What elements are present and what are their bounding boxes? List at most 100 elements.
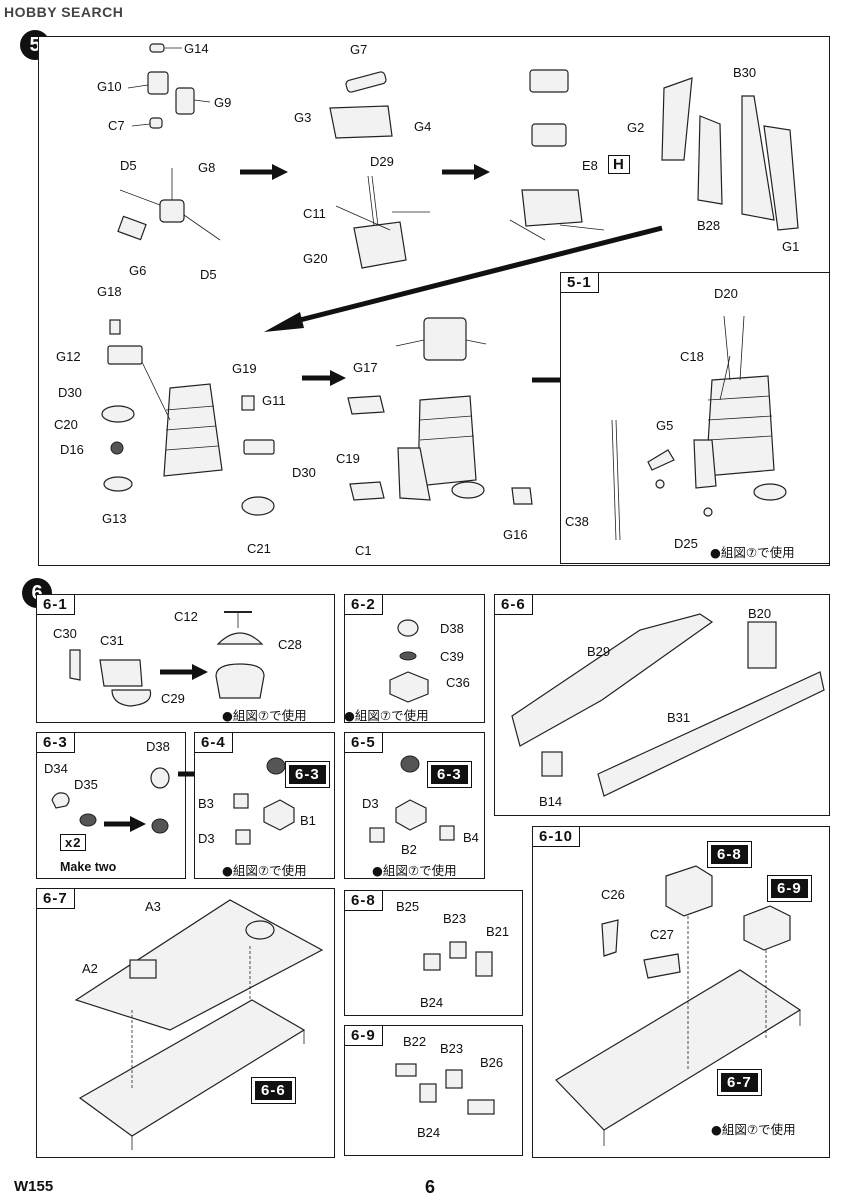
usage-note: ●組図⑦で使用: [372, 863, 457, 878]
sub-6-1-title: 6-1: [37, 595, 75, 615]
part-label: G13: [102, 511, 127, 526]
usage-note: ●組図⑦で使用: [710, 545, 795, 560]
sub-6-5-ref: 6-3: [427, 761, 472, 788]
part-label: G8: [198, 160, 216, 175]
part-label: C21: [247, 541, 271, 556]
sub-6-8-title: 6-8: [345, 891, 383, 911]
part-label: G2: [627, 120, 645, 135]
sub-5-1-panel: [560, 272, 830, 564]
sub-6-4-ref: 6-3: [285, 761, 330, 788]
part-label: G14: [184, 41, 209, 56]
part-label: G20: [303, 251, 328, 266]
part-label: C12: [174, 609, 198, 624]
part-label: B22: [403, 1034, 427, 1049]
part-label: G10: [97, 79, 122, 94]
sub-6-10-ref-6-9: 6-9: [767, 875, 812, 902]
part-label: C38: [565, 514, 589, 529]
part-label: G19: [232, 361, 257, 376]
part-label: D30: [292, 465, 316, 480]
assembled-bridge-drawing: [347, 317, 533, 505]
sub-5-1-title: 5-1: [561, 273, 599, 293]
part-label: G7: [350, 42, 368, 57]
part-label: A3: [145, 899, 161, 914]
sub-6-8-panel: [344, 890, 523, 1016]
part-label: B30: [733, 65, 757, 80]
model-code: W155: [14, 1178, 54, 1195]
part-label: D38: [440, 621, 464, 636]
part-label: G3: [294, 110, 312, 125]
part-label: C11: [303, 206, 326, 221]
part-label: C7: [108, 118, 125, 133]
part-label: B4: [463, 830, 479, 845]
part-label: B28: [697, 218, 721, 233]
part-label: D20: [714, 286, 738, 301]
part-label: B25: [396, 899, 420, 914]
tower-side-panels-drawing: [661, 77, 799, 231]
sub-6-4-title: 6-4: [195, 733, 233, 753]
searchlight-subassembly-drawing: [117, 168, 221, 241]
part-label: B29: [587, 644, 611, 659]
page-number: 6: [425, 1177, 436, 1197]
sub-6-4-panel: [194, 732, 335, 879]
part-label: C29: [161, 691, 185, 706]
part-label: C1: [355, 543, 372, 558]
part-label: B2: [401, 842, 417, 857]
part-label: G12: [56, 349, 81, 364]
part-label: G17: [353, 360, 378, 375]
part-label: D3: [362, 796, 379, 811]
part-label: G6: [129, 263, 147, 278]
part-label: D3: [198, 831, 215, 846]
part-label: C28: [278, 637, 302, 652]
sub-6-10-ref-6-7: 6-7: [717, 1069, 762, 1096]
part-label: B23: [440, 1041, 464, 1056]
part-label: B24: [420, 995, 444, 1010]
part-label: G1: [782, 239, 800, 254]
part-label: C31: [100, 633, 124, 648]
part-label: C18: [680, 349, 704, 364]
part-label: B21: [486, 924, 510, 939]
part-label: B14: [539, 794, 563, 809]
part-label: C27: [650, 927, 674, 942]
sub-6-7-title: 6-7: [37, 889, 75, 909]
part-label: D5: [200, 267, 217, 282]
part-label: D30: [58, 385, 82, 400]
make-two-text: Make two: [60, 860, 117, 874]
part-label: D34: [44, 761, 68, 776]
part-label: G18: [97, 284, 122, 299]
part-label: C39: [440, 649, 464, 664]
sub-6-5-title: 6-5: [345, 733, 383, 753]
part-label: B3: [198, 796, 214, 811]
part-label: B20: [748, 606, 772, 621]
part-label: D5: [120, 158, 137, 173]
sub-6-10-title: 6-10: [533, 827, 581, 847]
part-label: C36: [446, 675, 470, 690]
sub-6-2-title: 6-2: [345, 595, 383, 615]
part-label: G16: [503, 527, 528, 542]
make-two-multiplier: x2: [60, 834, 87, 851]
part-label: D16: [60, 442, 84, 457]
sub-6-7-ref: 6-6: [251, 1077, 296, 1104]
part-label: C30: [53, 626, 77, 641]
part-label: G9: [214, 95, 232, 110]
part-label: D35: [74, 777, 98, 792]
platform-subassembly-drawing: [329, 71, 430, 269]
sub-6-1-panel: [36, 594, 335, 723]
main-tower-drawing: [101, 319, 275, 516]
sub-6-10-ref-6-8: 6-8: [707, 841, 752, 868]
part-label: B23: [443, 911, 467, 926]
usage-note: ●組図⑦で使用: [344, 708, 429, 723]
part-label: B24: [417, 1125, 441, 1140]
alternative-h-badge: H: [608, 155, 630, 174]
sub-6-9-title: 6-9: [345, 1026, 383, 1046]
part-label: D38: [146, 739, 170, 754]
part-label: C20: [54, 417, 78, 432]
part-label: C26: [601, 887, 625, 902]
sub-6-3-title: 6-3: [37, 733, 75, 753]
